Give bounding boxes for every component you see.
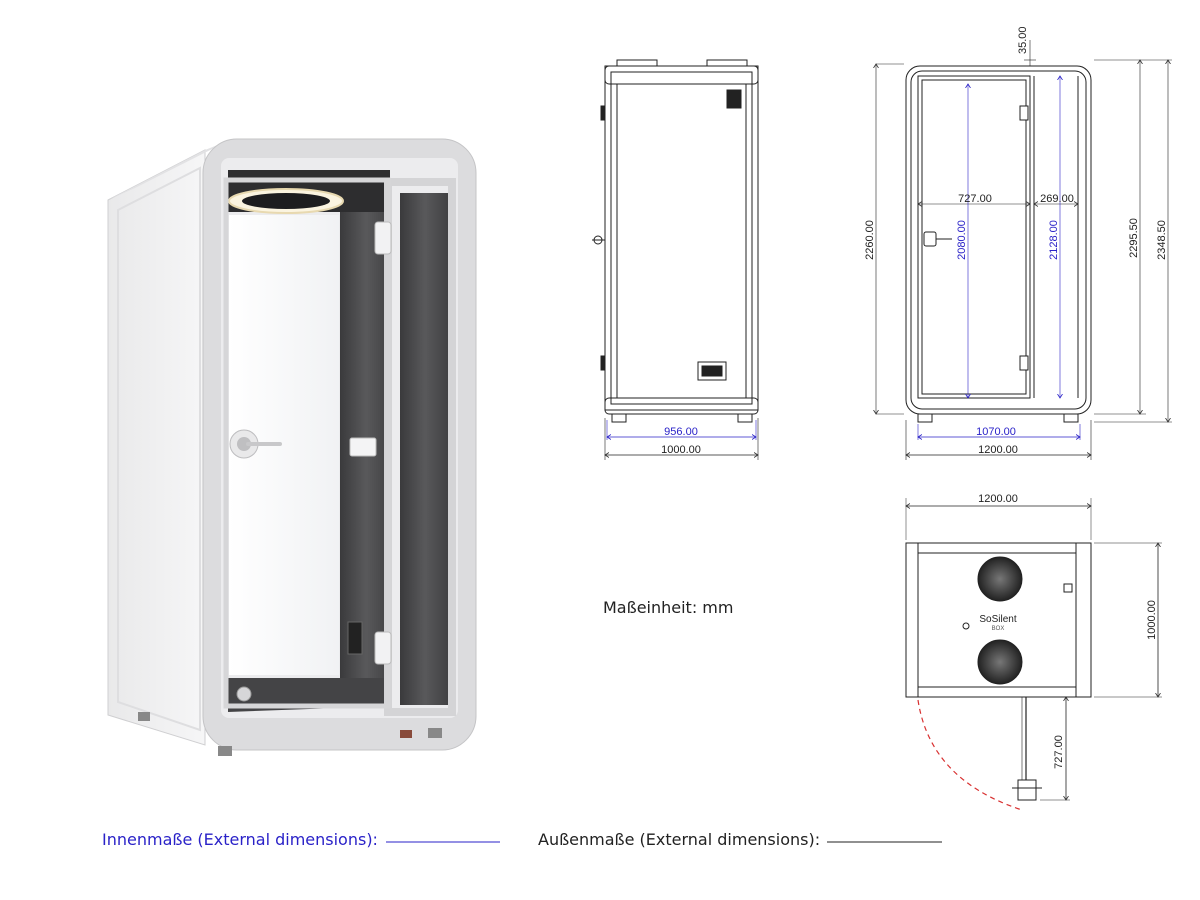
- top-width: 1200.00: [978, 493, 1018, 505]
- front-inner-height-door: 2080.00: [956, 220, 968, 260]
- booth-render: [107, 138, 477, 756]
- brand-logo: SoSilent: [979, 614, 1016, 625]
- front-door-width: 727.00: [958, 193, 992, 205]
- front-outer-width: 1200.00: [978, 444, 1018, 456]
- front-height-body: 2295.50: [1128, 218, 1140, 258]
- top-depth: 1000.00: [1146, 600, 1158, 640]
- side-view: [592, 59, 758, 460]
- fan-icon: [977, 556, 1023, 602]
- legend-inner-label: Innenmaße (External dimensions):: [102, 830, 378, 849]
- door-swing-arc: [917, 699, 1023, 811]
- front-inner-height: 2128.00: [1048, 220, 1060, 260]
- top-door-swing: 727.00: [1053, 735, 1065, 769]
- front-top-offset: 35.00: [1017, 26, 1029, 54]
- front-view: [876, 40, 1172, 460]
- front-height-total: 2348.50: [1156, 220, 1168, 260]
- logo-badge: [236, 686, 252, 702]
- unit-label: Maßeinheit: mm: [603, 598, 734, 617]
- side-inner-width: 956.00: [664, 426, 698, 438]
- front-panel-width: 269.00: [1040, 193, 1074, 205]
- fan-icon: [977, 639, 1023, 685]
- side-outer-width: 1000.00: [661, 444, 701, 456]
- top-view: [906, 498, 1162, 800]
- legend-outer-label: Außenmaße (External dimensions):: [538, 830, 821, 849]
- front-inner-width: 1070.00: [976, 426, 1016, 438]
- front-door-frame-height: 2260.00: [864, 220, 876, 260]
- brand-sub: BOX: [992, 626, 1005, 632]
